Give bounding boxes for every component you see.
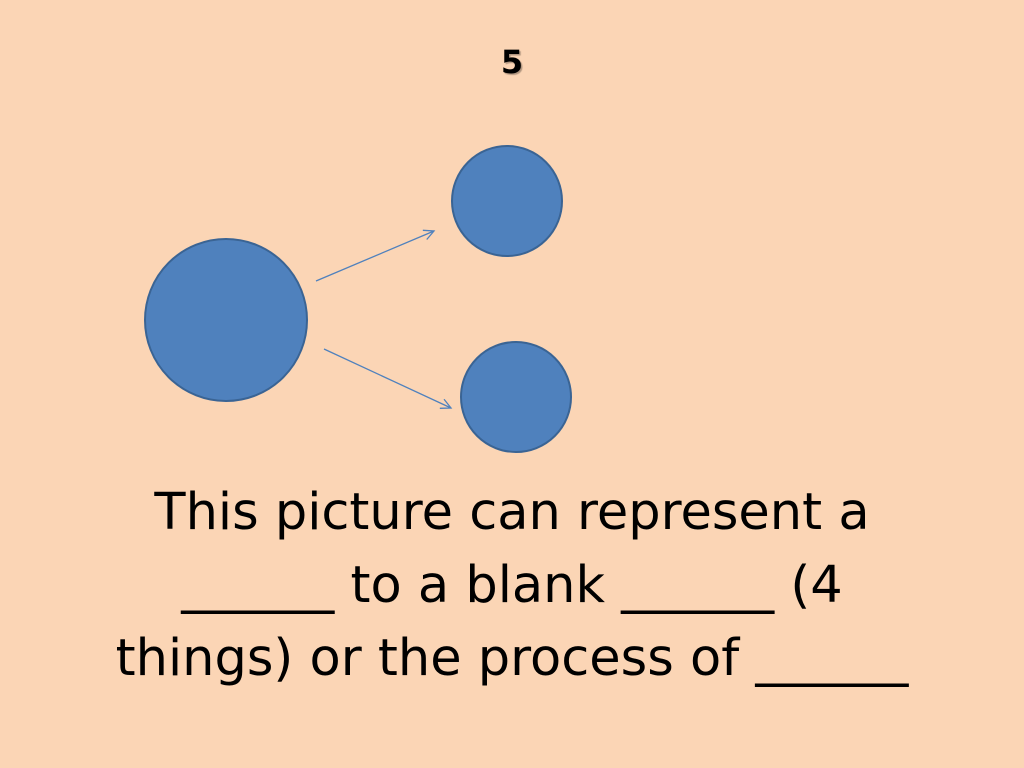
- source-circle: [144, 238, 308, 402]
- caption-line-2: ______ to a blank ______ (4: [181, 556, 843, 615]
- lower-result-circle: [460, 341, 572, 453]
- slide-number: 5: [500, 43, 524, 81]
- lower-arrow: [323, 348, 453, 409]
- upper-result-circle: [451, 145, 563, 257]
- upper-arrow: [315, 229, 436, 282]
- caption: This picture can represent a ______ to a…: [62, 476, 962, 695]
- split-diagram: [144, 145, 572, 453]
- caption-line-3: things) or the process of ______: [115, 629, 909, 688]
- caption-line-1: This picture can represent a: [154, 483, 870, 542]
